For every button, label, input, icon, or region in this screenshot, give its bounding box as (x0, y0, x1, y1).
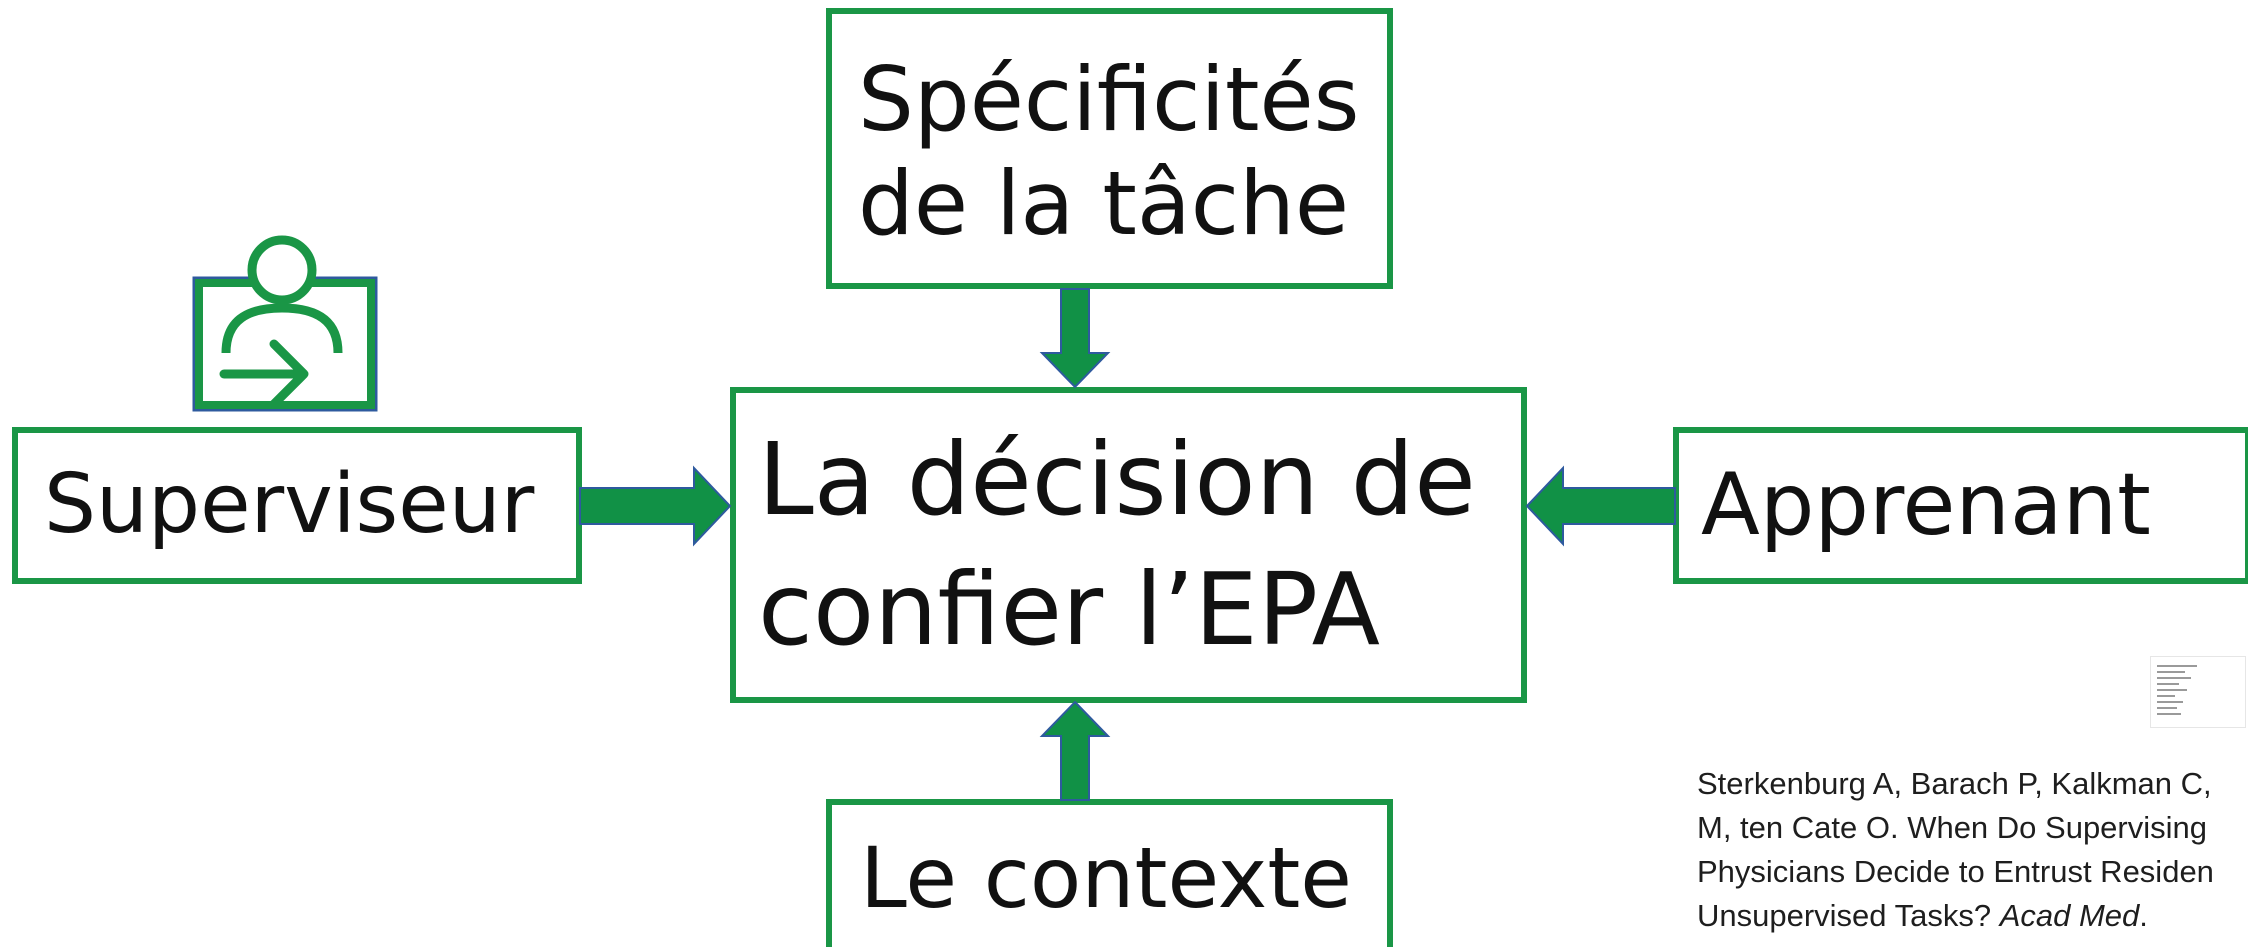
arrow-down-from-task (1039, 288, 1111, 389)
epa-decision-box: La décision de confier l’EPA (730, 387, 1527, 703)
arrow-right-from-supervisor (579, 465, 732, 547)
learner-label: Apprenant (1701, 454, 2151, 555)
citation-line-2: M, ten Cate O. When Do Supervising (1697, 810, 2208, 845)
citation-line-1: Sterkenburg A, Barach P, Kalkman C, (1697, 766, 2212, 801)
arrow-left-from-learner (1525, 465, 1676, 547)
epa-decision-label: La décision de confier l’EPA (758, 421, 1476, 668)
task-specifics-label: Spécificités de la tâche (858, 47, 1360, 255)
arrow-up-from-context (1039, 700, 1111, 801)
learner-box: Apprenant (1673, 427, 2248, 584)
citation-text: Sterkenburg A, Barach P, Kalkman C, M, t… (1697, 762, 2248, 938)
citation-line-4-suffix: . (2139, 898, 2148, 933)
citation-journal: Acad Med (1999, 898, 2140, 933)
citation-line-4-prefix: Unsupervised Tasks? (1697, 898, 2000, 933)
citation-line-4: Unsupervised Tasks? Acad Med. (1697, 894, 2248, 938)
supervisor-box: Superviseur (12, 427, 582, 584)
citation-line-3: Physicians Decide to Entrust Residen (1697, 854, 2214, 889)
supervisor-label: Superviseur (44, 457, 535, 553)
context-label: Le contexte (860, 829, 1352, 928)
document-thumbnail-icon (2150, 656, 2246, 728)
supervisor-icon (192, 235, 378, 412)
task-specifics-box: Spécificités de la tâche (826, 8, 1393, 289)
context-box: Le contexte (826, 799, 1393, 947)
